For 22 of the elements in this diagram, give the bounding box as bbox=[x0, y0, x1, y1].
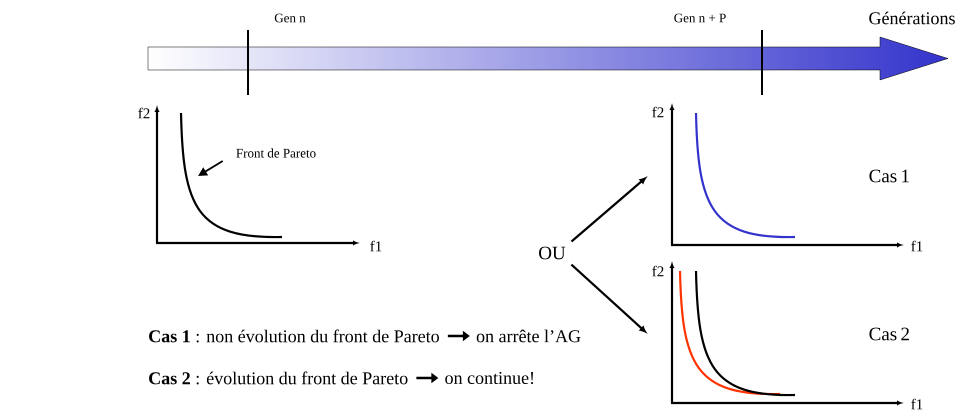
axis-label: f1 bbox=[370, 240, 382, 252]
arrow bbox=[570, 264, 646, 332]
chart-drawing: Cas 1 bbox=[670, 105, 909, 248]
text-label: OU bbox=[539, 246, 566, 260]
note-text: on arrête l’AG bbox=[476, 330, 580, 342]
note-text: Cas 1 : non évolution du front de Pareto bbox=[149, 330, 439, 342]
axis-label: f1 bbox=[911, 240, 922, 252]
axis-label: f1 bbox=[911, 398, 922, 410]
axis-label: f2 bbox=[652, 266, 664, 276]
generation-label: Gen n + P bbox=[674, 14, 726, 22]
arrow bbox=[570, 177, 646, 242]
chart-drawing: Cas 2 bbox=[670, 263, 909, 406]
node-label: Cas 2 bbox=[869, 328, 909, 340]
chart-drawing bbox=[154, 107, 358, 246]
text-label: Front de Pareto bbox=[236, 148, 316, 158]
axis-label: f2 bbox=[138, 108, 150, 118]
axis-label: f2 bbox=[652, 106, 664, 118]
node-label: Cas 1 bbox=[869, 170, 909, 182]
note-text: on continue! bbox=[445, 372, 534, 384]
note-text: Cas 2 : évolution du front de Pareto bbox=[149, 372, 408, 384]
axis-title: Générations bbox=[869, 12, 955, 24]
generation-label: Gen n bbox=[274, 14, 306, 22]
